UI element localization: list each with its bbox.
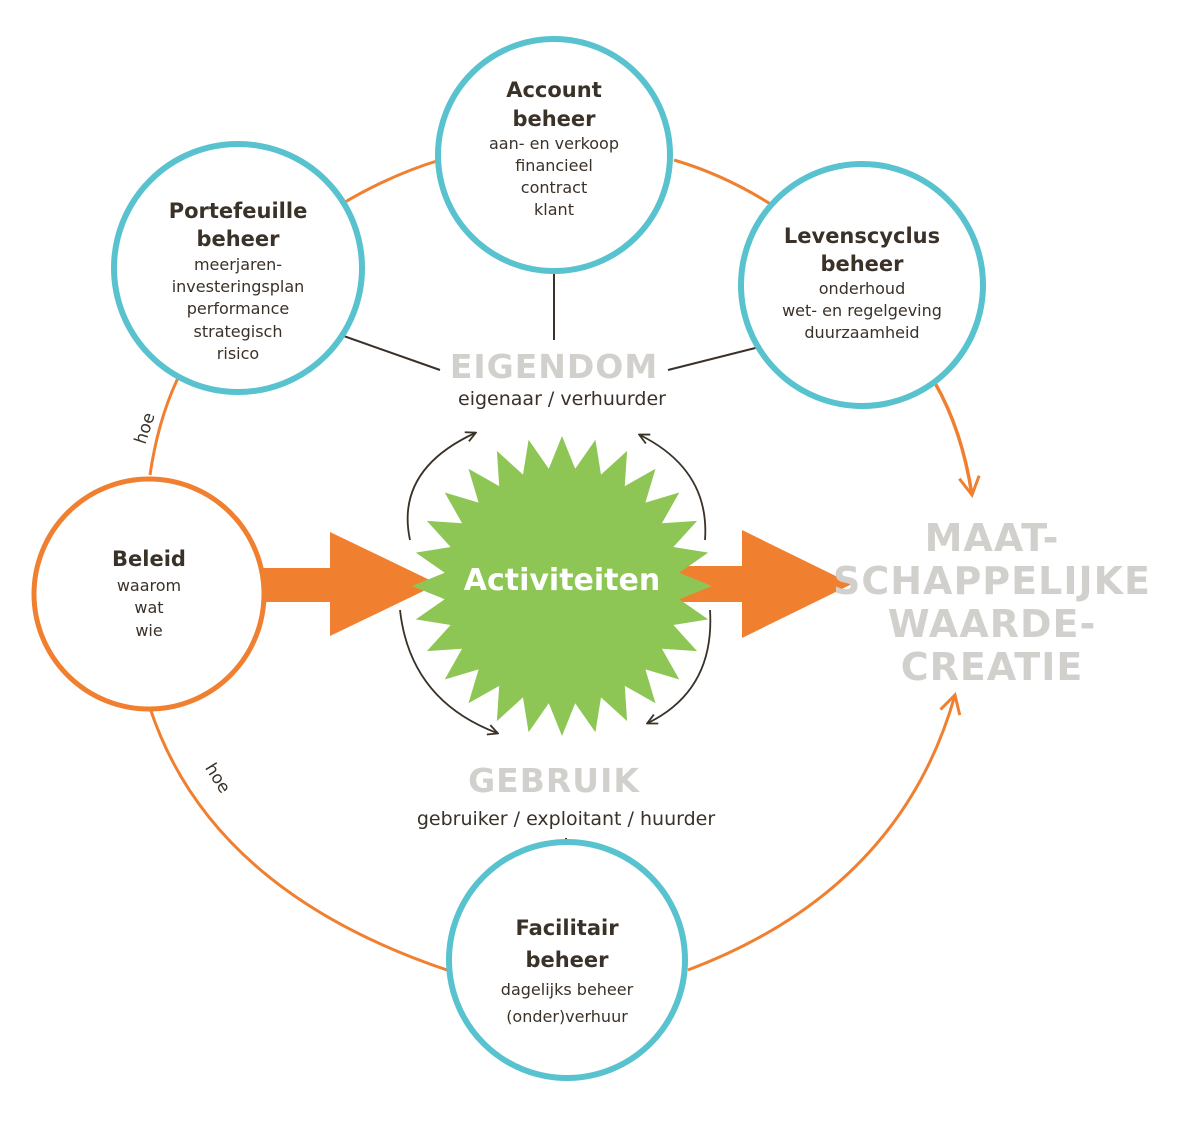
beleid-item: wie [135, 621, 162, 640]
eigendom-heading: EIGENDOM [450, 347, 658, 386]
cycle-arrow-left-up [406, 433, 475, 541]
portefeuille-item: performance [187, 299, 289, 318]
account-beheer-circle [435, 36, 673, 274]
facilitair-item: (onder)verhuur [506, 1007, 628, 1026]
account-item: klant [534, 200, 574, 219]
facilitair-title-line-2: beheer [525, 948, 609, 972]
cycle-arc-beleid-facilitair [148, 707, 448, 972]
outcome-line: CREATIE [901, 645, 1084, 689]
outcome-line: WAARDE- [888, 602, 1097, 646]
account-item: contract [521, 178, 587, 197]
outcome-line: MAAT- [925, 516, 1060, 560]
cycle-arrow-right-up [640, 435, 707, 541]
outer-cycle [148, 158, 981, 972]
activiteiten-starburst [412, 436, 712, 736]
portefeuille-item: investeringsplan [172, 277, 305, 296]
account-title-line-2: beheer [512, 107, 596, 131]
facilitair-beheer-circle [446, 839, 688, 1081]
beleid-title: Beleid [112, 547, 186, 571]
portefeuille-title-line-1: Portefeuille [169, 199, 308, 223]
activiteiten-to-outcome-arrow [670, 530, 852, 638]
account-item: aan- en verkoop [489, 134, 619, 153]
portefeuille-item: risico [217, 344, 259, 363]
beleid-text: Beleid waarom wat wie [112, 547, 186, 640]
levenscyclus-item: duurzaamheid [804, 323, 919, 342]
portefeuille-item: meerjaren- [194, 255, 282, 274]
cycle-arc-account-levenscyclus [673, 158, 773, 207]
portefeuille-beheer-circle [111, 141, 365, 395]
portefeuille-beheer-text: Portefeuille beheer meerjaren- investeri… [169, 199, 308, 363]
cycle-arc-portefeuille-account [339, 158, 441, 207]
levenscyclus-title-line-2: beheer [820, 252, 904, 276]
beleid-item: wat [134, 598, 163, 617]
cycle-arc-facilitair-outcome [687, 692, 962, 972]
facilitair-title-line-1: Facilitair [515, 916, 619, 940]
hoe-label-lower: hoe [200, 760, 234, 797]
levenscyclus-item: onderhoud [819, 279, 905, 298]
portefeuille-title-line-2: beheer [196, 227, 280, 251]
account-beheer-text: Account beheer aan- en verkoop financiee… [489, 78, 619, 219]
levenscyclus-beheer-circle [738, 161, 986, 409]
activiteiten-label: Activiteiten [464, 563, 660, 598]
levenscyclus-beheer-text: Levenscyclus beheer onderhoud wet- en re… [782, 224, 942, 342]
levenscyclus-title-line-1: Levenscyclus [784, 224, 940, 248]
account-title-line-1: Account [506, 78, 602, 102]
outcome-line: SCHAPPELIJKE [833, 559, 1151, 603]
beleid-item: waarom [117, 576, 181, 595]
account-item: financieel [515, 156, 593, 175]
eigendom-roles: eigenaar / verhuurder [458, 388, 666, 410]
levenscyclus-item: wet- en regelgeving [782, 301, 942, 320]
cycle-arrow-right-down [648, 609, 712, 723]
cycle-arrow-left-down [399, 609, 497, 733]
portefeuille-item: strategisch [194, 322, 283, 341]
cycle-arc-levenscyclus-outcome [933, 382, 981, 499]
beleid-circle [31, 476, 267, 712]
gebruik-heading: GEBRUIK [468, 761, 640, 800]
beleid-to-activiteiten-arrow [262, 532, 438, 636]
gebruik-roles: gebruiker / exploitant / huurder [417, 808, 716, 830]
facilitair-beheer-text: Facilitair beheer dagelijks beheer (onde… [501, 916, 634, 1026]
facilitair-item: dagelijks beheer [501, 980, 634, 999]
maatschappelijke-waardecreatie: MAAT- SCHAPPELIJKE WAARDE- CREATIE [833, 516, 1151, 689]
cycle-arc-portefeuille-beleid [148, 377, 180, 476]
